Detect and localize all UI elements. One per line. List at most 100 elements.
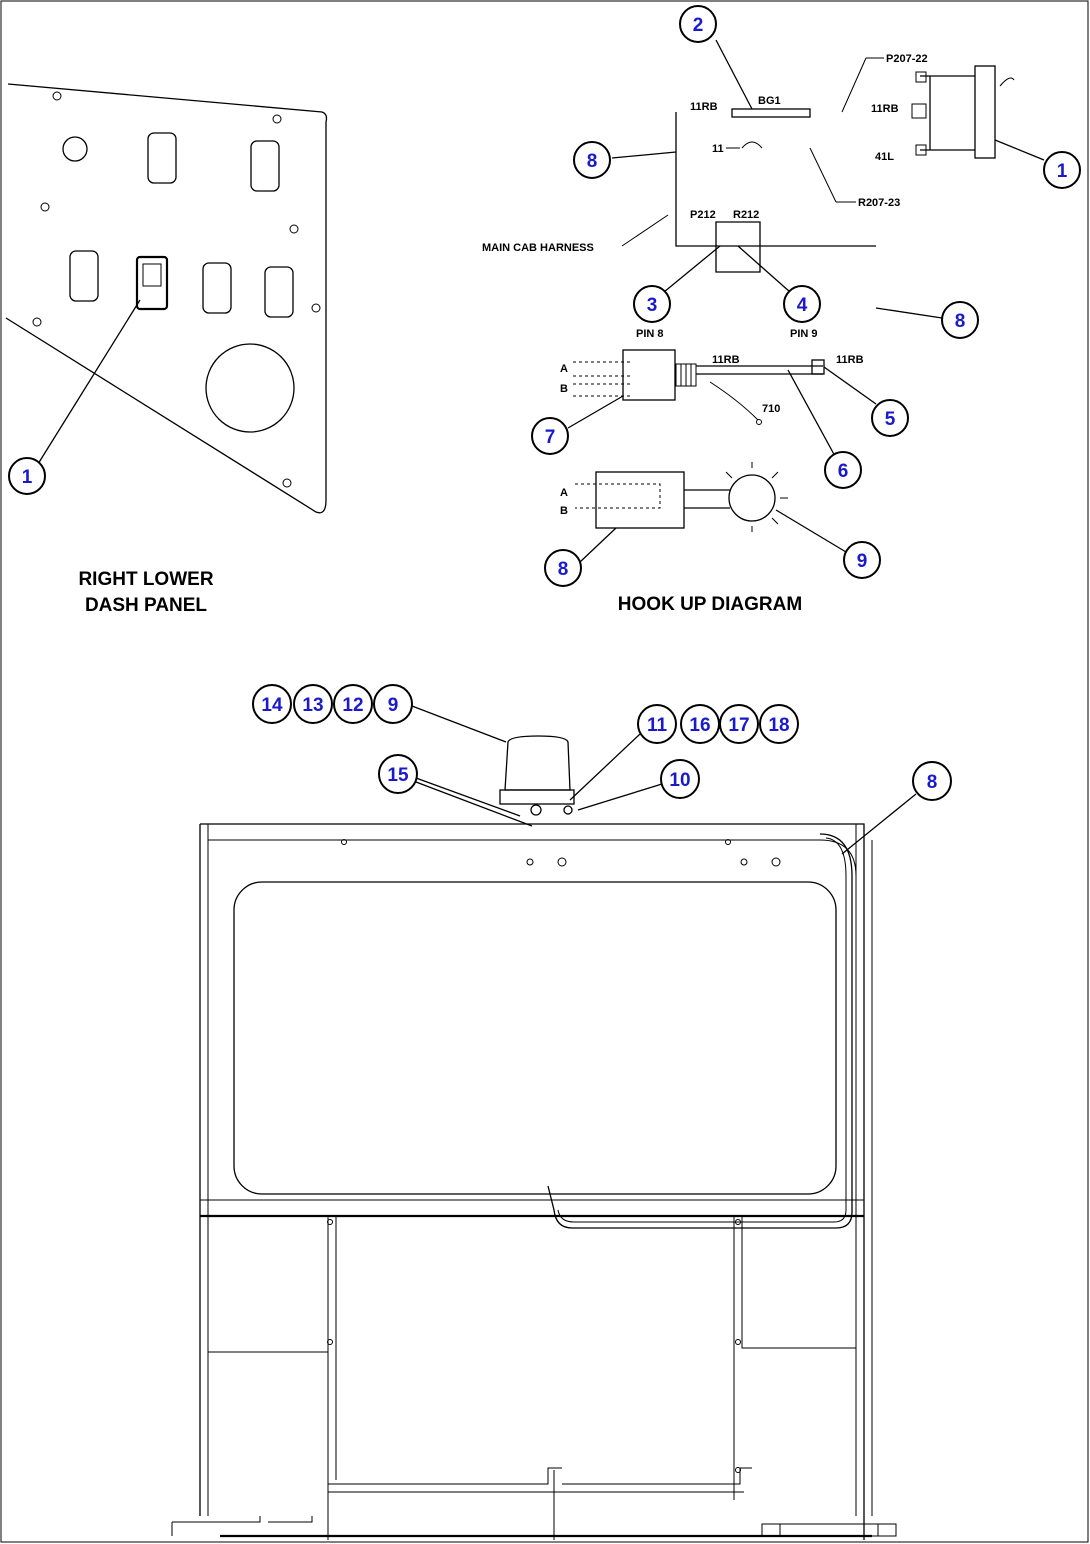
panel-cutout	[147, 132, 177, 184]
harness-route	[557, 837, 847, 1223]
beacon-mount-nut	[530, 804, 542, 816]
svg-text:9: 9	[388, 695, 399, 716]
panel-title-line2: DASH PANEL	[85, 595, 207, 616]
beacon-lead	[684, 489, 730, 509]
panel-screw	[311, 303, 321, 313]
leader-line	[775, 509, 847, 553]
label-p207-22: P207-22	[886, 53, 928, 65]
leader-line	[994, 139, 1045, 161]
wire-710	[709, 381, 759, 421]
label-r207-23: R207-23	[858, 197, 900, 209]
frame-bolt	[735, 1339, 741, 1345]
leader-line	[411, 705, 507, 743]
harness-frame	[675, 112, 876, 247]
svg-text:9: 9	[857, 551, 868, 572]
callout-2: 2	[679, 5, 717, 43]
leader-line	[715, 39, 753, 110]
callout-10: 10	[660, 759, 700, 799]
wire-label-11: 11	[712, 143, 724, 155]
svg-text:3: 3	[647, 295, 658, 316]
leader-line	[569, 733, 641, 801]
callout-5: 5	[871, 399, 909, 437]
panel-screw	[32, 317, 42, 327]
svg-text:14: 14	[261, 695, 283, 716]
label-b: B	[560, 505, 568, 517]
callout-8: 8	[941, 301, 979, 339]
label-11rb-a: 11RB	[712, 354, 740, 366]
panel-hole	[62, 136, 88, 162]
leader-line	[415, 781, 533, 827]
callout-4: 4	[783, 285, 821, 323]
panel-screw	[289, 224, 299, 234]
label-11rb-b: 11RB	[836, 354, 864, 366]
roof-bolt	[771, 857, 781, 867]
right-lower-dash-panel: RIGHT LOWER DASH PANEL	[5, 83, 328, 616]
beacon-rays	[725, 462, 788, 532]
leader-line	[737, 245, 791, 293]
cab-lower-frame	[733, 1216, 856, 1500]
label-pin8: PIN 8	[636, 328, 664, 340]
svg-text:7: 7	[545, 427, 556, 448]
panel-cutout	[264, 266, 294, 318]
roof-bolt	[341, 839, 347, 845]
panel-cutout	[69, 250, 99, 302]
panel-screw	[40, 202, 50, 212]
leader-line	[37, 299, 141, 465]
svg-text:2: 2	[693, 15, 704, 36]
label-a: A	[560, 487, 568, 499]
label-710: 710	[762, 403, 780, 415]
beacon-mount-nut	[563, 805, 573, 815]
hook-up-diagram: 11	[482, 39, 1045, 615]
hookup-title: HOOK UP DIAGRAM	[618, 594, 802, 615]
svg-text:1: 1	[1057, 161, 1068, 182]
connector-pins	[575, 483, 661, 509]
panel-cutout	[250, 140, 280, 192]
right-step	[761, 1523, 897, 1537]
beacon-lamp	[504, 735, 571, 791]
leader-line	[579, 527, 617, 563]
label-11rb: 11RB	[690, 101, 718, 113]
label-41l: 41L	[875, 151, 894, 163]
svg-text:17: 17	[728, 715, 749, 736]
callout-11: 11	[637, 704, 677, 744]
panel-screw	[272, 114, 282, 124]
leader-line	[787, 369, 837, 459]
ground-terminal-bg1	[731, 108, 811, 118]
label-r212: R212	[733, 209, 759, 221]
svg-text:1: 1	[22, 467, 33, 488]
rear-window	[233, 881, 837, 1195]
leader-line	[663, 245, 721, 293]
rotator-switch	[135, 255, 169, 311]
splice	[811, 359, 825, 375]
svg-text:5: 5	[885, 409, 896, 430]
connector-pins	[573, 361, 633, 397]
leader-line	[567, 395, 624, 429]
svg-text:8: 8	[955, 311, 966, 332]
cab-outline	[200, 823, 865, 1540]
callout-15: 15	[378, 754, 418, 794]
callout-7: 7	[531, 417, 569, 455]
svg-text:8: 8	[587, 151, 598, 172]
callout-8: 8	[573, 141, 611, 179]
callout-16: 16	[680, 704, 720, 744]
callout-13: 13	[293, 684, 333, 724]
panel-cutout	[202, 262, 232, 314]
cab-rear-view	[171, 705, 917, 1540]
step-detail	[779, 1524, 879, 1536]
beacon-base	[499, 789, 575, 805]
cab-floor	[328, 1467, 752, 1485]
harness-route	[547, 833, 853, 1229]
leader-line	[841, 57, 867, 113]
label-p212: P212	[690, 209, 716, 221]
switch-connector	[920, 75, 975, 151]
roof-bolt	[526, 858, 534, 866]
connector-8	[595, 471, 685, 529]
panel-screw	[52, 91, 62, 101]
leader-line	[415, 777, 521, 817]
beacon-bulb	[728, 474, 776, 522]
rotator-switch-face	[142, 263, 162, 287]
callout-8: 8	[912, 761, 952, 801]
